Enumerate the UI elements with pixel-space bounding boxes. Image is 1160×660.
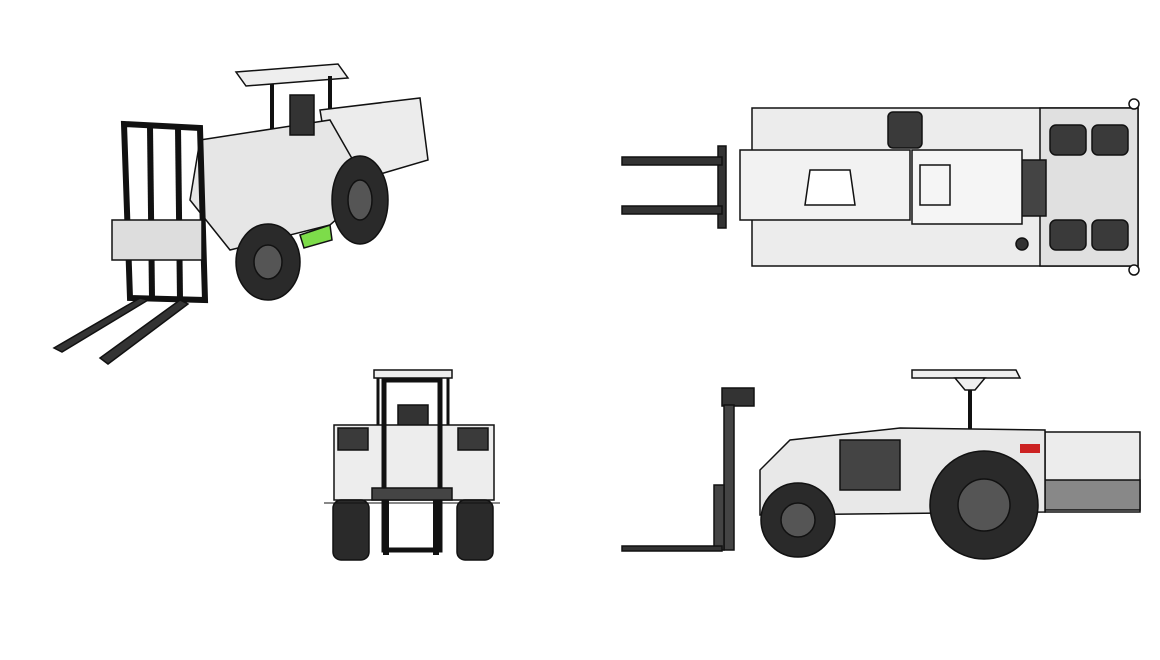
mast (120, 120, 209, 304)
seat-rear-3 (1049, 219, 1087, 251)
seat-rear-4 (1091, 219, 1129, 251)
front-view (324, 369, 500, 561)
red-label (1020, 444, 1040, 453)
mast-side (721, 387, 755, 407)
mast-front (381, 377, 443, 553)
fork-bottom (621, 205, 723, 215)
seat (289, 94, 315, 136)
fork-carriage (717, 145, 727, 229)
top-view (621, 98, 1140, 276)
green-light (299, 224, 333, 249)
isometric-view (52, 63, 429, 365)
seat-rear-2 (1091, 124, 1129, 156)
canopy-roof (234, 63, 350, 87)
canopy-side (911, 369, 1022, 379)
fork-top (621, 156, 723, 166)
fork-left (52, 297, 150, 353)
front-wheel-left (332, 499, 370, 561)
seat-rear-1 (1049, 124, 1087, 156)
side-view (621, 369, 1141, 560)
front-wheel-right (456, 499, 494, 561)
driver-seat (887, 111, 923, 149)
fork-side (621, 545, 723, 552)
fork-right (98, 299, 190, 365)
canopy-front (373, 369, 453, 379)
